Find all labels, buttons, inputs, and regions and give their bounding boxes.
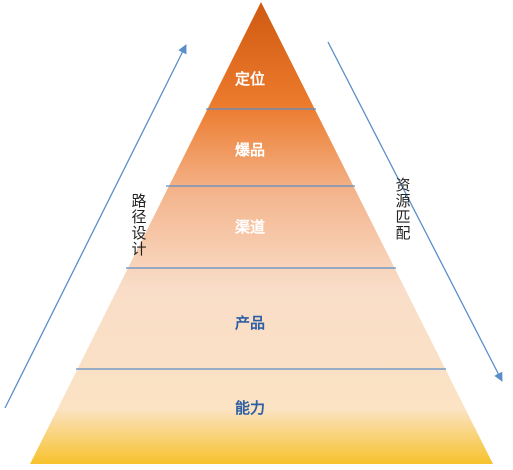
resource-matching-arrow [327, 41, 503, 382]
resource-matching-label: 资 源 匹 配 [395, 176, 410, 242]
path-design-char: 径 [131, 208, 146, 226]
level-label-hit-product: 爆品 [235, 141, 265, 159]
resource-matching-char: 匹 [395, 208, 410, 226]
path-design-char: 设 [131, 224, 146, 242]
resource-matching-char: 资 [395, 176, 410, 194]
level-label-capability: 能力 [235, 399, 265, 417]
level-label-positioning: 定位 [235, 70, 265, 88]
path-design-arrow [4, 44, 187, 409]
path-design-char: 计 [131, 240, 146, 258]
pyramid-triangle [30, 2, 493, 464]
resource-matching-char: 配 [395, 224, 410, 242]
path-design-char: 路 [131, 192, 146, 210]
level-label-channel: 渠道 [235, 218, 265, 236]
level-label-product: 产品 [235, 314, 265, 332]
path-design-label: 路 径 设 计 [131, 192, 146, 258]
resource-matching-char: 源 [395, 192, 410, 210]
